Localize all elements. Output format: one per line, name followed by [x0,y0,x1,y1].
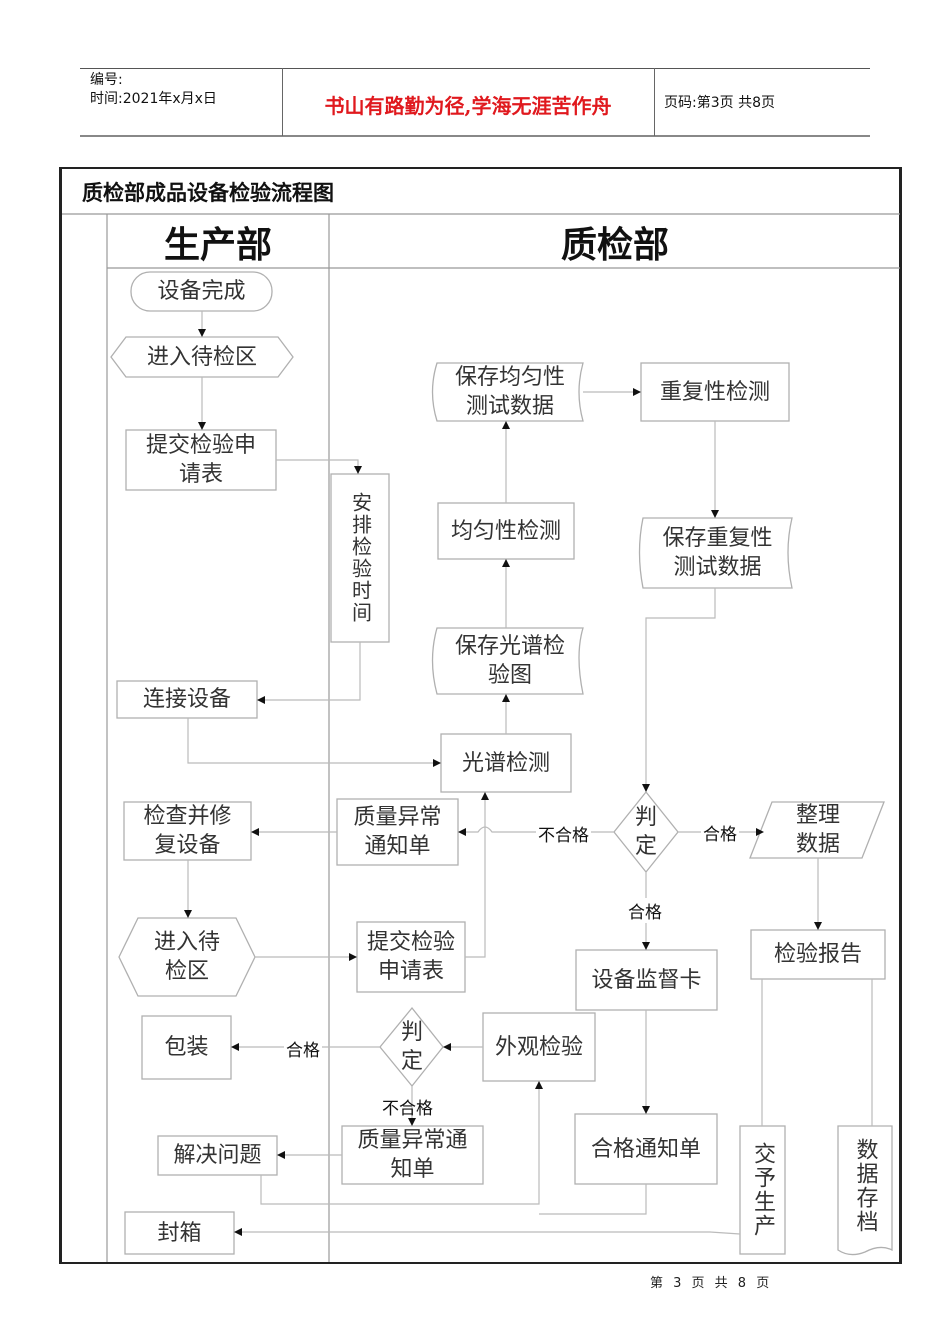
node-save-spectrum: 保存光谱检 验图 [454,634,565,688]
node-packaging: 包装 [164,1035,209,1060]
node-quality-notice-2: 质量异常通 知单 [357,1128,468,1182]
shape-enter-waiting-area [110,336,294,378]
node-spectrum-test: 光谱检测 [461,750,550,776]
node-enter-waiting-area: 进入待检区 [146,344,257,370]
header-bottom-rule [80,135,870,137]
node-judge-2: 判 定 [400,1020,423,1074]
node-arrange-time: 安排检验时间 [348,492,373,624]
node-inspect-repair: 检查并修 复设备 [143,804,232,858]
edge-label-fail-2: 不合格 [382,1099,433,1119]
doc-number-label: 编号: [90,72,123,88]
node-pass-notice: 合格通知单 [590,1136,701,1162]
shape-equipment-card [575,949,718,1011]
shape-save-repeatability [638,517,793,589]
node-equipment-done: 设备完成 [157,279,246,304]
node-quality-notice-1: 质量异常 通知单 [353,805,442,859]
shape-connect-equipment [116,680,258,719]
node-appearance-test: 外观检验 [494,1034,583,1060]
node-organize-data: 整理 数据 [795,803,840,857]
shape-quality-notice-1 [336,798,459,866]
node-save-uniformity: 保存均匀性 测试数据 [454,365,565,419]
node-solve-problem: 解决问题 [173,1143,262,1168]
shape-pass-notice [574,1113,718,1185]
shape-submit-request [125,429,277,491]
node-equipment-card: 设备监督卡 [591,967,702,993]
shape-data-archive [837,1125,893,1256]
node-data-archive: 数据存档 [852,1138,878,1234]
shape-solve-problem [157,1135,278,1176]
node-submit-request-2: 提交检验 申请表 [366,930,455,984]
node-uniformity-test: 均匀性检测 [450,518,561,544]
shape-uniformity-test [437,502,575,560]
node-repeatability-test: 重复性检测 [659,379,770,405]
header-divider [654,68,655,136]
page-footer: 第 3 页 共 8 页 [650,1276,770,1291]
page-number-label: 页码:第3页 共8页 [664,95,775,111]
edge-label-fail-1: 不合格 [536,821,591,846]
node-enter-waiting-area-2: 进入待 检区 [153,930,220,984]
node-submit-request: 提交检验申 请表 [145,433,256,487]
shape-inspection-report [750,929,886,980]
edge-label-pass-down: 合格 [626,898,664,923]
shape-save-uniformity [431,362,584,422]
shape-save-spectrum [431,627,584,695]
shape-deliver-production [739,1125,786,1255]
shape-submit-request-2 [356,921,466,993]
edge-label-pass-1: 合格 [701,820,739,845]
lane-header-qc: 质检部 [560,224,669,266]
shape-repeatability-test [640,362,790,422]
node-judge-1: 判 定 [634,805,657,859]
node-save-repeatability: 保存重复性 测试数据 [662,526,773,580]
node-connect-equipment: 连接设备 [142,687,231,712]
node-seal-box: 封箱 [157,1220,202,1246]
shape-quality-notice-2 [341,1125,484,1185]
shape-seal-box [124,1211,235,1255]
header-divider [282,68,283,136]
shape-spectrum-test [440,733,572,793]
header-motto: 书山有路勤为径,学海无涯苦作舟 [324,94,612,118]
shape-organize-data [749,801,885,859]
node-inspection-report: 检验报告 [773,942,862,967]
diagram-title: 质检部成品设备检验流程图 [82,180,334,205]
shape-appearance-test [482,1012,596,1082]
doc-date-label: 时间:2021年x月x日 [90,91,217,107]
lane-header-production: 生产部 [163,224,272,266]
edge-label-pass-2: 合格 [284,1036,322,1061]
header-top-rule [80,68,870,69]
diagram-frame [59,167,902,1264]
node-deliver-production: 交予生产 [750,1142,775,1238]
